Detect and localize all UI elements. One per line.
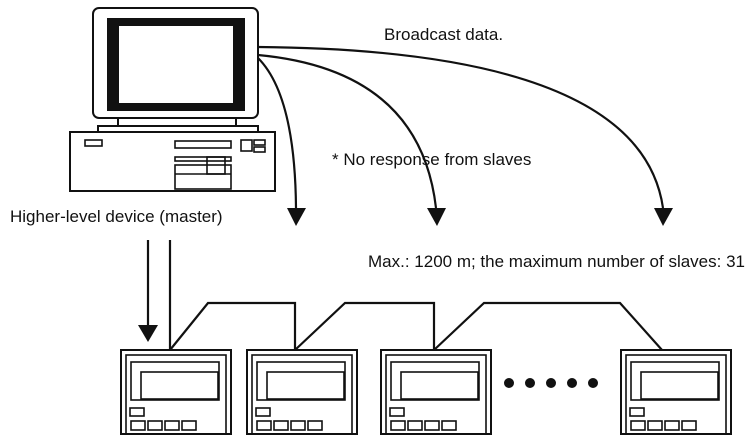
down-arrowhead-icon <box>138 325 158 342</box>
ellipsis-dot <box>546 378 556 388</box>
master-computer <box>69 7 276 192</box>
broadcast-arrow-3 <box>257 45 665 209</box>
network-label: Max.: 1200 m; the maximum number of slav… <box>368 252 745 271</box>
arrowhead-icon <box>654 208 673 226</box>
broadcast-label: Broadcast data. <box>384 25 503 44</box>
ellipsis-dot <box>525 378 535 388</box>
master-downlink <box>138 240 172 350</box>
slave-unit <box>246 349 358 435</box>
ellipsis-dot <box>504 378 514 388</box>
broadcast-arrows <box>257 45 673 226</box>
broadcast-arrow-1 <box>257 57 298 209</box>
ellipsis-dot <box>567 378 577 388</box>
slave-unit <box>620 349 732 435</box>
master-label: Higher-level device (master) <box>10 207 223 226</box>
slave-unit <box>380 349 492 435</box>
system-unit <box>69 131 276 192</box>
monitor <box>92 7 259 133</box>
slave-unit <box>120 349 232 435</box>
broadcast-arrow-2 <box>257 53 438 209</box>
network-line <box>169 301 663 353</box>
arrowhead-icon <box>287 208 306 226</box>
ellipsis-dots <box>504 378 598 388</box>
arrowhead-icon <box>427 208 446 226</box>
no-response-label: * No response from slaves <box>332 150 531 169</box>
ellipsis-dot <box>588 378 598 388</box>
